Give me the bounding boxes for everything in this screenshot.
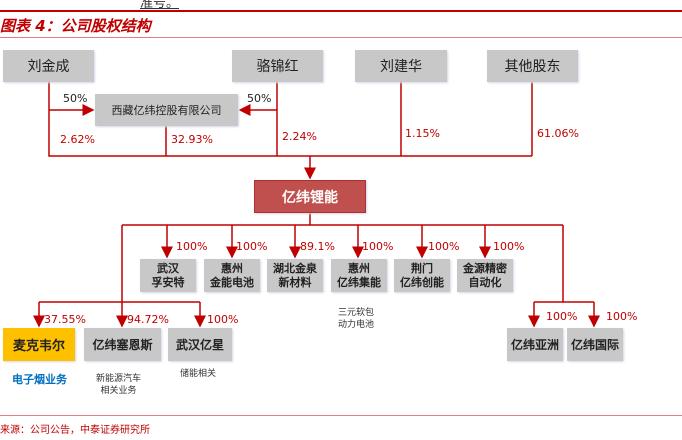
shareholder-luo-jinhong: 骆锦红: [232, 50, 323, 82]
company-wuhan-yixing: 武汉亿星: [168, 328, 232, 361]
lower-pct: 100%: [606, 310, 638, 323]
subsidiary-pct: 100%: [176, 240, 208, 253]
smoore-note: 电子烟业务: [12, 373, 67, 386]
pct-liu-holding: 50%: [63, 92, 88, 105]
pct-luo-jinhong: 2.24%: [282, 130, 317, 143]
subsidiary-pct: 89.1%: [300, 240, 335, 253]
yixing-note: 储能相关: [180, 369, 217, 379]
lower-pct: 37.55%: [44, 313, 86, 326]
shareholder-others: 其他股东: [487, 50, 578, 82]
subsidiary-pct: 100%: [236, 240, 268, 253]
subsidiary-box: 荆门 亿纬创能: [394, 259, 450, 292]
pct-others: 61.06%: [537, 127, 579, 140]
subsidiary-box: 武汉 孚安特: [140, 259, 196, 292]
top-rule: [0, 10, 682, 12]
title-rule: [0, 37, 682, 38]
holding-company: 西藏亿纬控股有限公司: [95, 94, 238, 126]
pct-liu-jianhua: 1.15%: [405, 127, 440, 140]
source-note: 来源：公司公告，中泰证券研究所: [0, 425, 150, 436]
lower-pct: 94.72%: [127, 313, 169, 326]
pct-holding: 32.93%: [171, 133, 213, 146]
company-eve-asia: 亿纬亚洲: [507, 328, 563, 361]
shareholder-liu-jincheng: 刘金成: [3, 50, 94, 82]
sains-note: 新能源汽车 相关业务: [96, 374, 142, 396]
subsidiary-box: 惠州 亿纬集能: [331, 259, 387, 292]
subsidiary-pct: 100%: [428, 240, 460, 253]
pct-luo-holding: 50%: [247, 92, 272, 105]
subsidiary-box: 惠州 金能电池: [204, 259, 260, 292]
subsidiary-pct: 100%: [362, 240, 394, 253]
company-eve-sains: 亿纬塞恩斯: [84, 328, 161, 361]
figure-title: 图表 4：公司股权结构: [0, 17, 151, 35]
shareholder-liu-jianhua: 刘建华: [355, 50, 447, 82]
subsidiary-pct: 100%: [493, 240, 525, 253]
lower-pct: 100%: [546, 310, 578, 323]
company-eve-energy: 亿纬锂能: [254, 180, 366, 213]
jineng-note: 三元软包 动力电池: [338, 308, 375, 330]
footer-rule: [0, 415, 682, 416]
subsidiary-box: 湖北金泉 新材料: [267, 259, 323, 292]
company-eve-international: 亿纬国际: [567, 328, 623, 361]
lower-pct: 100%: [207, 313, 239, 326]
pct-liu-jincheng: 2.62%: [60, 133, 95, 146]
cut-text: 准号。: [140, 0, 180, 11]
subsidiary-box: 金源精密 自动化: [457, 259, 513, 292]
company-smoore: 麦克韦尔: [3, 328, 75, 361]
